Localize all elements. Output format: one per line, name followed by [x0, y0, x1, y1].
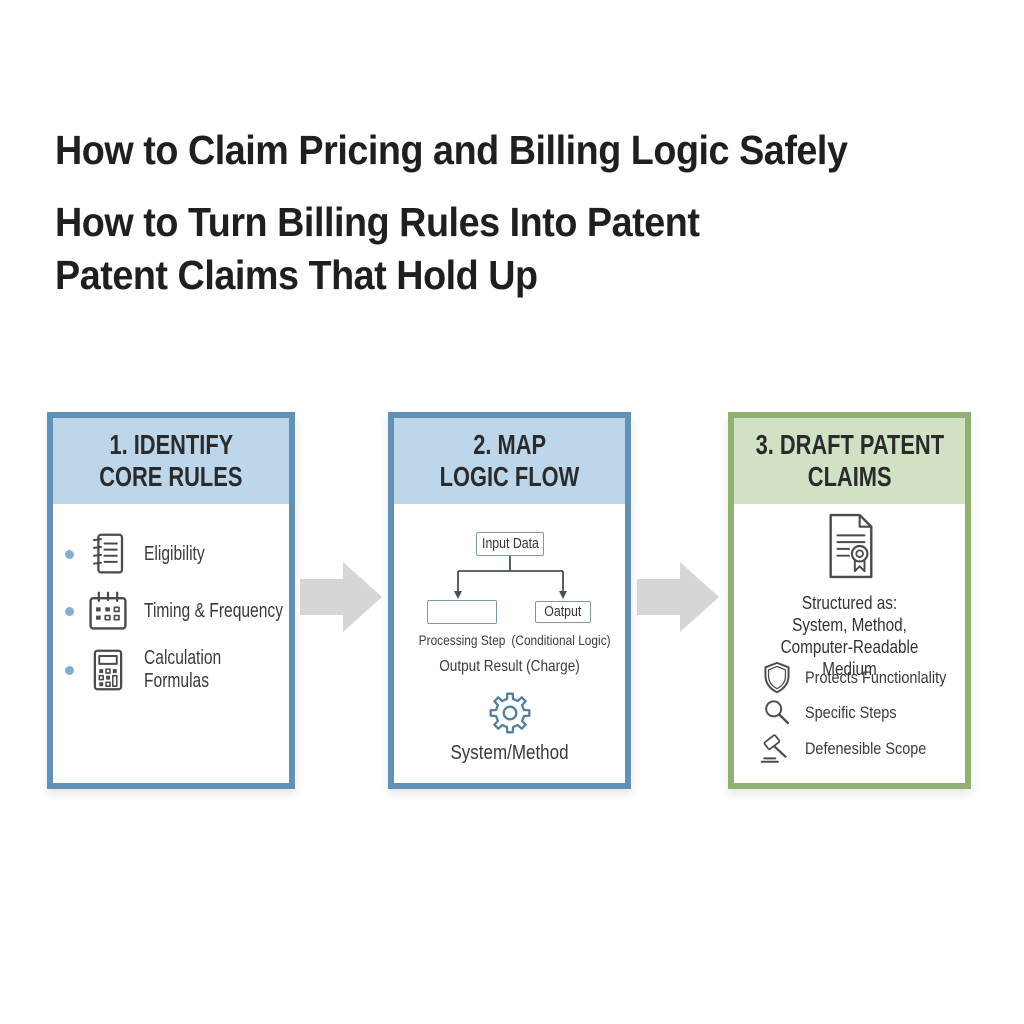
list-item-eligibility: Eligibility: [65, 530, 222, 578]
panel-3-title-line-1: 3. DRAFT PATENT: [755, 429, 944, 460]
panel-1-title-line-1: 1. IDENTIFY: [109, 429, 233, 460]
calendar-icon: [83, 588, 133, 634]
bullet-dot: [65, 606, 74, 616]
panel-2-title-line-2: LOGIC FLOW: [439, 461, 580, 492]
flow-result-text: Output Result (Charge): [439, 658, 580, 675]
panel-3-header: 3. DRAFT PATENT CLAIMS: [734, 418, 965, 504]
certificate-document-icon: [734, 512, 965, 580]
flow-processing-box: [427, 600, 497, 624]
bullet-dot: [65, 549, 74, 559]
item-label: Specific Steps: [805, 703, 897, 722]
calculator-icon: [83, 646, 133, 694]
panel-2-header: 2. MAP LOGIC FLOW: [394, 418, 625, 504]
system-method-label: System/Method: [450, 742, 569, 764]
list-item-defensible-scope: Defenesible Scope: [758, 733, 948, 765]
panel-1-title-line-2: CORE RULES: [99, 461, 243, 492]
magnifier-icon: [758, 698, 796, 728]
bullet-dot: [65, 665, 74, 675]
panel-2-title-line-1: 2. MAP: [473, 429, 546, 460]
step-arrow-right-icon: [300, 562, 382, 632]
panel-3-body: Structured as: System, Method, Computer-…: [734, 504, 965, 783]
list-item-timing-frequency: Timing & Frequency: [65, 588, 322, 634]
list-item-specific-steps: Specific Steps: [758, 698, 913, 728]
panel-identify-core-rules: 1. IDENTIFY CORE RULES: [47, 412, 295, 789]
subtitle-line-2: Patent Claims That Hold Up: [55, 252, 538, 298]
item-label: Calculation Formulas: [144, 647, 222, 692]
panel-2-body: Input Data Oatput Processing Step (Condi…: [394, 504, 625, 783]
panel-map-logic-flow: 2. MAP LOGIC FLOW Input Data Oatput Proc…: [388, 412, 631, 789]
subtitle: How to Turn Billing Rules Into Patent Pa…: [55, 196, 700, 302]
flow-caption-processing: Processing Step: [418, 632, 506, 648]
panel-3-title-line-2: CLAIMS: [807, 461, 892, 492]
panel-1-header: 1. IDENTIFY CORE RULES: [53, 418, 289, 504]
list-item-protects-functionality: Protects Functionlality: [758, 660, 971, 696]
main-title: How to Claim Pricing and Billing Logic S…: [55, 127, 848, 173]
structured-line-2: System, Method,: [792, 615, 907, 635]
item-label: Protects Functionlality: [805, 668, 947, 687]
flow-output-box: Oatput: [535, 601, 591, 623]
flow-caption-conditional: (Conditional Logic): [511, 632, 611, 648]
flow-input-box: Input Data: [476, 532, 544, 556]
item-label: Eligibility: [144, 542, 205, 565]
notepad-icon: [83, 530, 133, 578]
shield-icon: [758, 660, 796, 696]
structured-line-3: Computer-Readable Medium: [780, 637, 919, 679]
flow-connector-lines: [454, 556, 567, 599]
panel-1-body: Eligibility: [53, 504, 289, 783]
item-label: Defenesible Scope: [805, 739, 927, 758]
gear-icon: [394, 690, 625, 736]
subtitle-line-1: How to Turn Billing Rules Into Patent: [55, 199, 700, 245]
structured-line-1: Structured as:: [801, 593, 898, 613]
panel-draft-patent-claims: 3. DRAFT PATENT CLAIMS Structured as: [728, 412, 971, 789]
structured-as-text: Structured as: System, Method, Computer-…: [751, 592, 947, 680]
item-label: Timing & Frequency: [144, 599, 284, 622]
gavel-icon: [758, 733, 796, 765]
step-arrow-right-icon: [637, 562, 719, 632]
list-item-calculation-formulas: Calculation Formulas: [65, 646, 262, 694]
